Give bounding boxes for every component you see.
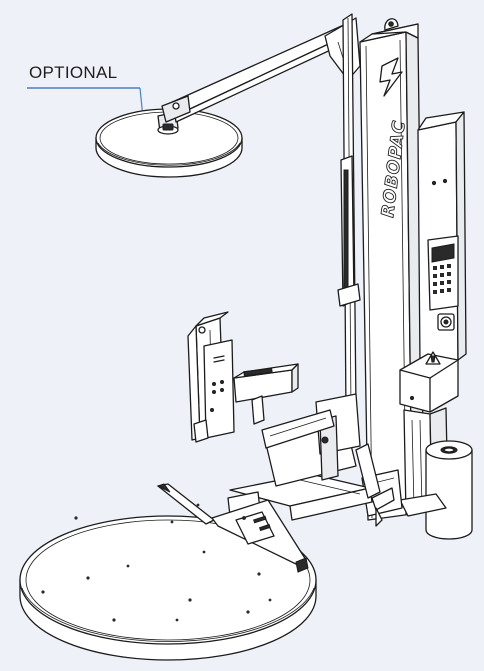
turntable-pedestal (265, 393, 395, 527)
side-presser-arm (187, 311, 335, 449)
top-press-arm (161, 17, 361, 123)
guide-column (337, 13, 361, 417)
optional-callout-label: OPTIONAL (29, 63, 118, 82)
film-clamp (156, 483, 309, 573)
film-roll (425, 440, 473, 540)
emergency-stop-button (437, 313, 455, 331)
turntable (19, 503, 317, 661)
control-panel (427, 235, 459, 311)
